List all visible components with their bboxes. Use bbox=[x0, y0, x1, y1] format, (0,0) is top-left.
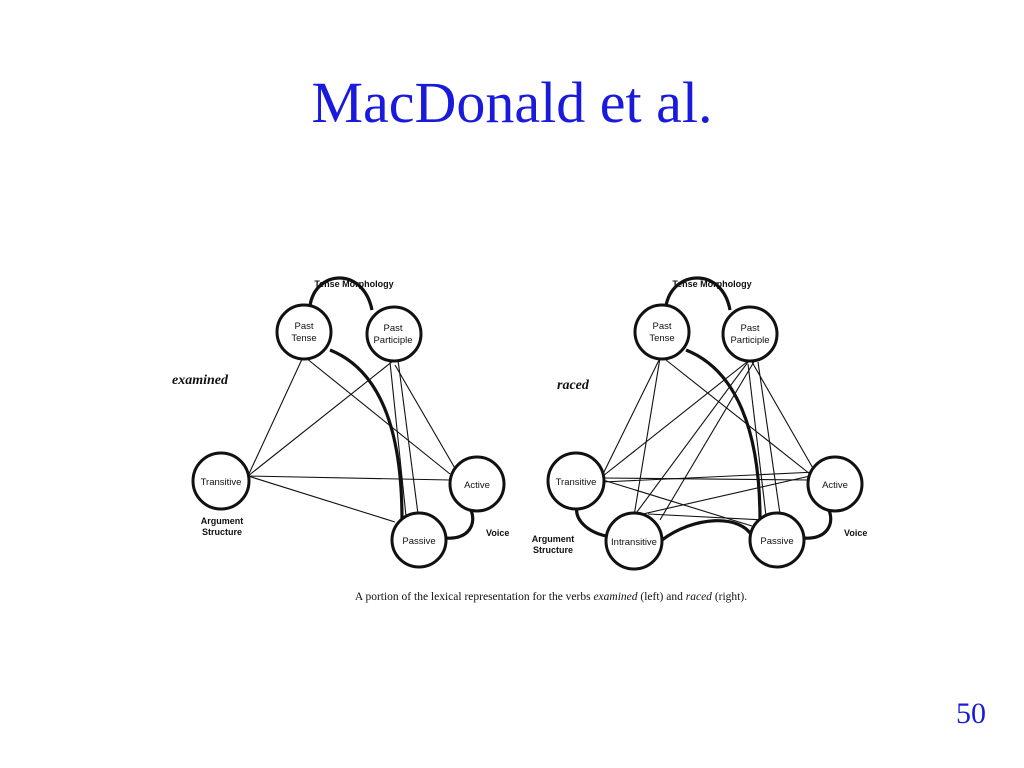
node-transitive: Transitive bbox=[191, 451, 251, 511]
right-voice-label: Voice bbox=[844, 528, 867, 538]
node-intransitive: Intransitive bbox=[604, 511, 664, 571]
left-argument-label: Argument bbox=[201, 516, 244, 526]
svg-text:Transitive: Transitive bbox=[201, 477, 242, 488]
svg-text:Tense: Tense bbox=[649, 333, 674, 344]
svg-text:Transitive: Transitive bbox=[556, 477, 597, 488]
node-passive: Passive bbox=[748, 511, 806, 569]
svg-text:Past: Past bbox=[652, 321, 671, 332]
node-passive: Passive bbox=[390, 511, 448, 569]
node-past-tense: Past Tense bbox=[633, 303, 691, 361]
svg-text:Passive: Passive bbox=[760, 536, 793, 547]
svg-text:Past: Past bbox=[383, 323, 402, 334]
left-tense-morphology-label: Tense Morphology bbox=[314, 279, 393, 289]
node-past-participle: Past Participle bbox=[721, 305, 779, 363]
node-transitive: Transitive bbox=[546, 451, 606, 511]
svg-text:Active: Active bbox=[464, 480, 490, 491]
node-past-tense: Past Tense bbox=[275, 303, 333, 361]
right-structure-label: Structure bbox=[533, 545, 573, 555]
right-verb-label: raced bbox=[557, 378, 590, 393]
right-argument-label: Argument bbox=[532, 534, 575, 544]
node-active: Active bbox=[448, 455, 506, 513]
figure-caption: A portion of the lexical representation … bbox=[355, 591, 747, 603]
right-tense-morphology-label: Tense Morphology bbox=[672, 279, 751, 289]
svg-text:Past: Past bbox=[294, 321, 313, 332]
left-connections bbox=[247, 356, 457, 523]
right-connections bbox=[602, 355, 817, 527]
diagram-raced: Past Tense Past Participle Transitive In… bbox=[532, 276, 867, 571]
slide-title: MacDonald et al. bbox=[311, 70, 713, 135]
svg-text:Participle: Participle bbox=[730, 335, 769, 346]
node-active: Active bbox=[806, 455, 864, 513]
left-verb-label: examined bbox=[172, 373, 229, 388]
svg-text:Past: Past bbox=[740, 323, 759, 334]
left-structure-label: Structure bbox=[202, 527, 242, 537]
svg-text:Tense: Tense bbox=[291, 333, 316, 344]
right-thick-arcs bbox=[575, 276, 833, 542]
page-number: 50 bbox=[956, 697, 986, 730]
node-past-participle: Past Participle bbox=[365, 305, 423, 363]
svg-text:Active: Active bbox=[822, 480, 848, 491]
svg-text:Intransitive: Intransitive bbox=[611, 537, 657, 548]
svg-text:Participle: Participle bbox=[373, 335, 412, 346]
svg-text:Passive: Passive bbox=[402, 536, 435, 547]
diagram-examined: Past Tense Past Participle Transitive Ac… bbox=[172, 276, 509, 569]
left-voice-label: Voice bbox=[486, 528, 509, 538]
left-thick-arcs bbox=[308, 276, 475, 540]
